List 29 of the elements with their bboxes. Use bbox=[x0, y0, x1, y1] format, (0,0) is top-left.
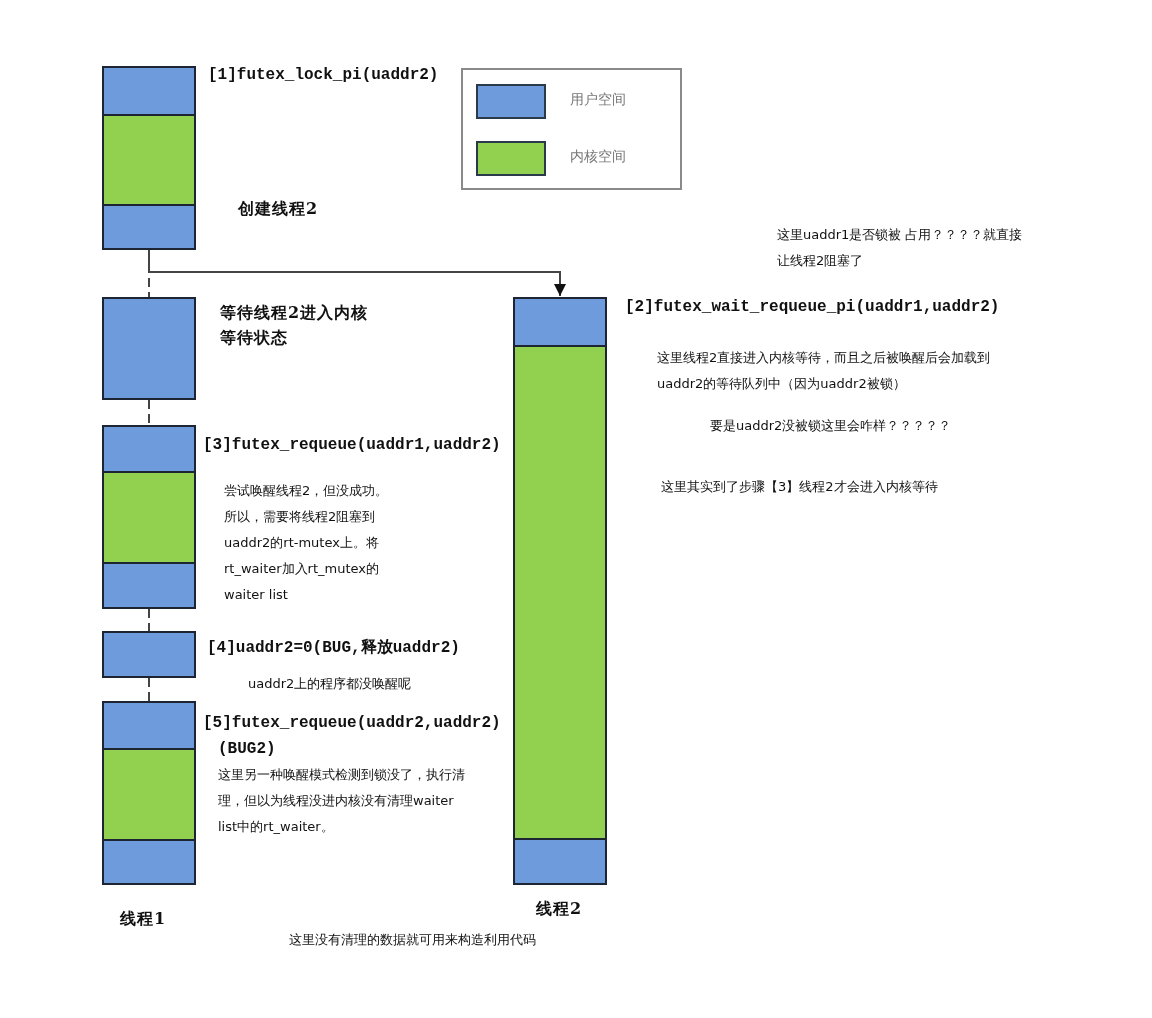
note-text: 要是uaddr2没被锁这里会咋样？？？？？ bbox=[710, 417, 952, 435]
note-text: 等待线程2进入内核等待状态 bbox=[220, 302, 370, 349]
legend-label: 内核空间 bbox=[570, 148, 626, 166]
thread-block bbox=[102, 66, 196, 250]
thread-block bbox=[102, 425, 196, 609]
thread-block bbox=[513, 297, 607, 885]
step-label: [2]futex_wait_requeue_pi(uaddr1,uaddr2) bbox=[625, 297, 1000, 318]
step-label: [4]uaddr2=0(BUG,释放uaddr2) bbox=[207, 637, 460, 659]
note-text: 这里线程2直接进入内核等待，而且之后被唤醒后会加载到uaddr2的等待队列中（因为uaddr2被锁） bbox=[657, 349, 992, 393]
legend-label: 用户空间 bbox=[570, 91, 626, 109]
note-text: 这里uaddr1是否锁被 占用？？？？就直接让线程2阻塞了 bbox=[777, 226, 1024, 270]
note-text: 创建线程2 bbox=[238, 198, 319, 220]
note-text: uaddr2上的程序都没唤醒呢 bbox=[248, 675, 412, 693]
connector-line bbox=[148, 399, 150, 426]
thread-label: 线程2 bbox=[536, 898, 583, 920]
note-text: 尝试唤醒线程2，但没成功。所以，需要将线程2阻塞到uaddr2的rt-mutex上。将rt_waiter加入rt_mutex的waiter list bbox=[224, 482, 389, 604]
note-text: 这里没有清理的数据就可用来构造利用代码 bbox=[289, 931, 536, 949]
step-label: [3]futex_requeue(uaddr1,uaddr2) bbox=[203, 435, 501, 456]
thread-block bbox=[102, 631, 196, 678]
connector-line bbox=[148, 677, 150, 702]
connector-line bbox=[148, 608, 150, 632]
thread-block bbox=[102, 297, 196, 400]
thread-block bbox=[102, 701, 196, 885]
step-label: [5]futex_requeue(uaddr2,uaddr2) (BUG2) bbox=[203, 713, 502, 760]
thread-label: 线程1 bbox=[120, 908, 167, 930]
step-label: [1]futex_lock_pi(uaddr2) bbox=[208, 65, 439, 86]
arrow bbox=[148, 249, 566, 297]
note-text: 这里另一种唤醒模式检测到锁没了，执行清理，但以为线程没进内核没有清理waiter list中的rt_waiter。 bbox=[218, 766, 466, 836]
note-text: 这里其实到了步骤【3】线程2才会进入内核等待 bbox=[661, 478, 938, 496]
